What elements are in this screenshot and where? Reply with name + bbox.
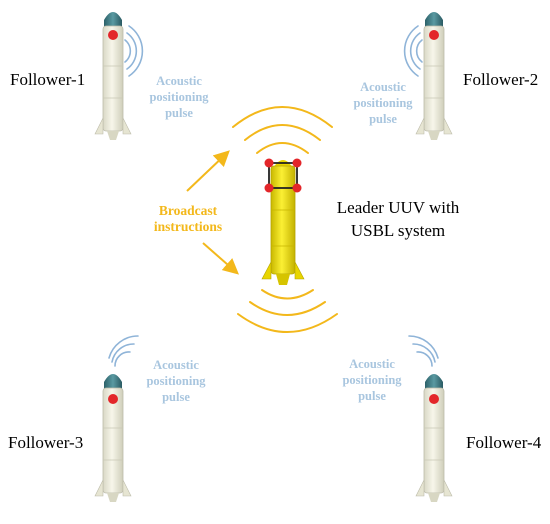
leader-label-line1: Leader UUV with [337, 198, 460, 217]
arrow-icon [186, 150, 240, 275]
pulse-label-line3: pulse [358, 389, 386, 403]
follower-uuv-4 [415, 374, 453, 502]
broadcast-label-line2: instructions [154, 219, 222, 234]
pulse-label-line3: pulse [165, 106, 193, 120]
follower-uuv-icon [94, 12, 132, 140]
pulse-label-line2: positioning [146, 374, 206, 388]
pulse-label-follower-3: Acoustic positioning pulse [146, 358, 206, 404]
broadcast-arrow-up [186, 150, 230, 192]
leader-label-line2: USBL system [351, 221, 445, 240]
leader-uuv [261, 158, 305, 285]
pulse-label-follower-2: Acoustic positioning pulse [353, 80, 413, 126]
pulse-label-line2: positioning [342, 373, 402, 387]
leader-label: Leader UUV with USBL system [337, 198, 460, 240]
follower-uuv-icon [415, 12, 453, 140]
pulse-label-follower-4: Acoustic positioning pulse [342, 357, 402, 403]
leader-uuv-icon [261, 160, 305, 285]
follower-3-label: Follower-3 [8, 433, 83, 452]
broadcast-label-line1: Broadcast [159, 203, 218, 218]
pulse-label-line2: positioning [353, 96, 413, 110]
pulse-label-line1: Acoustic [153, 358, 199, 372]
follower-uuv-2 [415, 12, 453, 140]
broadcast-arrow-down [202, 242, 240, 275]
broadcast-label: Broadcast instructions [154, 203, 222, 234]
follower-uuv-icon [415, 374, 453, 502]
broadcast-wave-icon [232, 106, 338, 333]
usbl-marker-icon [264, 158, 302, 193]
pulse-label-line2: positioning [149, 90, 209, 104]
follower-uuv-icon [94, 374, 132, 502]
transponder-marker [108, 394, 118, 404]
follower-uuv-3 [94, 374, 132, 502]
pulse-label-follower-1: Acoustic positioning pulse [149, 74, 209, 120]
follower-2-label: Follower-2 [463, 70, 538, 89]
pulse-label-line1: Acoustic [156, 74, 202, 88]
follower-4-label: Follower-4 [466, 433, 542, 452]
transponder-marker [108, 30, 118, 40]
pulse-label-line1: Acoustic [349, 357, 395, 371]
pulse-label-line3: pulse [369, 112, 397, 126]
transponder-marker [429, 30, 439, 40]
follower-uuv-1 [94, 12, 132, 140]
pulse-label-line1: Acoustic [360, 80, 406, 94]
acoustic-wave-icon [108, 25, 439, 367]
follower-1-label: Follower-1 [10, 70, 85, 89]
transponder-marker [429, 394, 439, 404]
pulse-label-line3: pulse [162, 390, 190, 404]
